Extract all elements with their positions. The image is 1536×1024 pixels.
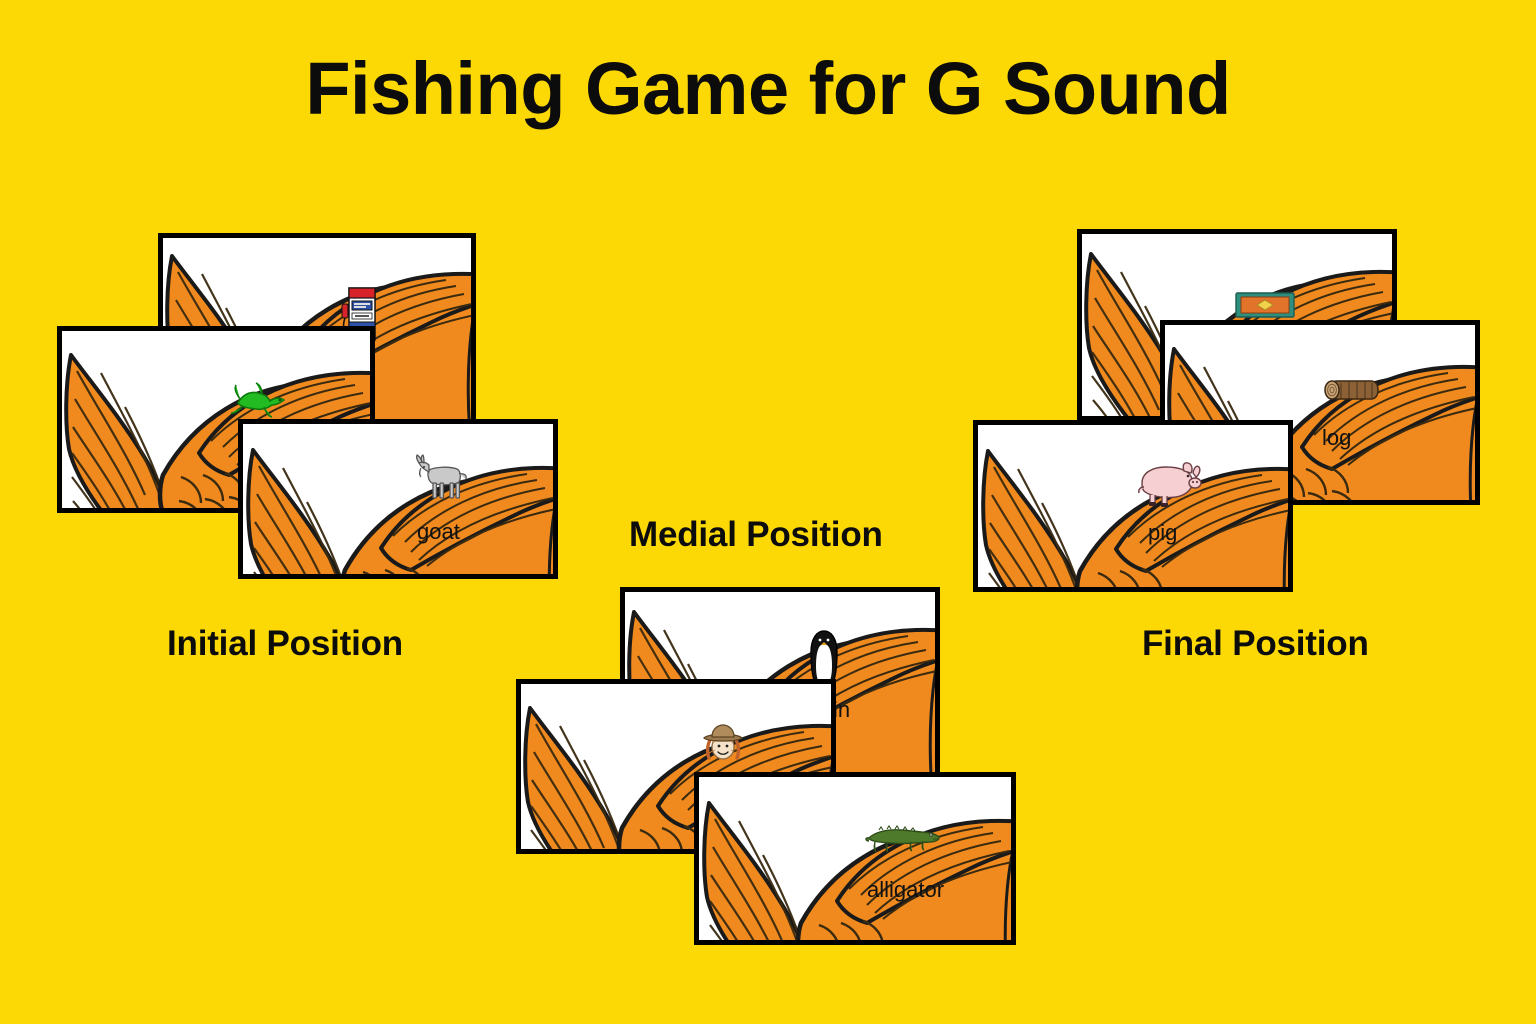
- group-label-medial: Medial Position: [629, 515, 883, 554]
- fish-illustration: [978, 425, 1288, 587]
- rug-picture: [1235, 292, 1295, 318]
- goat-picture: [415, 454, 467, 499]
- scarecrow-picture: [703, 724, 743, 760]
- fish-card-goat[interactable]: goat: [238, 419, 558, 579]
- alligator-picture: [865, 825, 940, 853]
- group-label-final: Final Position: [1142, 624, 1369, 663]
- fish-card-alligator[interactable]: alligator: [694, 772, 1016, 945]
- fish-card-pig[interactable]: pig: [973, 420, 1293, 592]
- card-word-alligator: alligator: [867, 877, 945, 902]
- card-word-penguin: in: [833, 697, 851, 722]
- fish-illustration: [699, 777, 1011, 940]
- fish-illustration: [243, 424, 553, 574]
- group-label-initial: Initial Position: [167, 624, 403, 663]
- card-word-goat: goat: [417, 519, 460, 544]
- pig-picture: [1138, 462, 1202, 507]
- log-picture: [1324, 380, 1379, 400]
- gecko-picture: [230, 382, 285, 418]
- page-title: Fishing Game for G Sound: [305, 47, 1231, 130]
- card-word-log: log: [1322, 425, 1352, 450]
- card-word-pig: pig: [1148, 520, 1178, 545]
